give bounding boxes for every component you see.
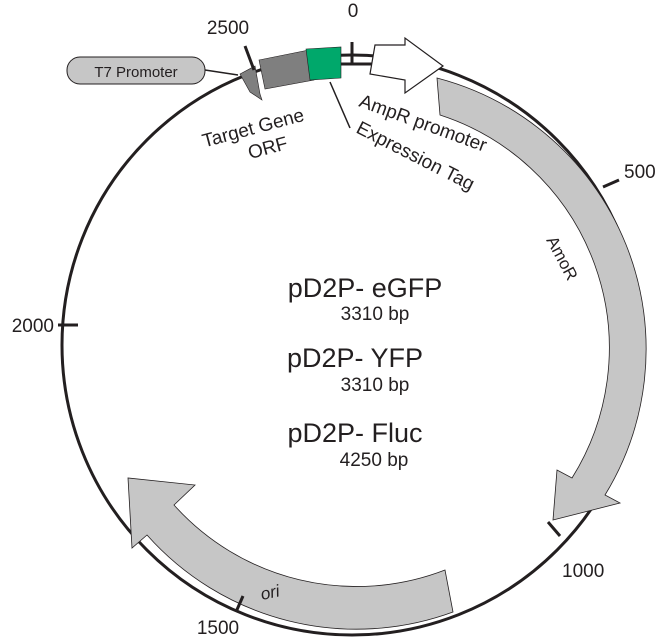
t7-leader-line <box>204 69 239 76</box>
ampr-arrow <box>436 77 647 521</box>
tick-label-0: 0 <box>348 1 359 22</box>
plasmid-size-1: 3310 bp <box>341 304 410 325</box>
tick-mark-2500 <box>243 45 256 71</box>
tick-mark-500 <box>602 178 620 189</box>
plasmid-size-2: 3310 bp <box>341 375 410 396</box>
t7-promoter-label: T7 Promoter <box>94 64 177 81</box>
expression-tag-leader <box>329 81 351 129</box>
expression-tag-block <box>305 46 342 81</box>
tick-label-2000: 2000 <box>12 316 54 337</box>
plasmid-name-3: pD2P- Fluc <box>287 418 422 448</box>
ori-label: ori <box>259 581 283 604</box>
tick-label-2500: 2500 <box>207 18 249 39</box>
ampr-promoter-arrow <box>369 36 445 95</box>
tick-mark-1500 <box>234 595 245 613</box>
plasmid-name-1: pD2P- eGFP <box>288 273 443 303</box>
tick-label-1000: 1000 <box>562 561 604 582</box>
target-gene-orf-block <box>258 49 315 90</box>
plasmid-size-3: 4250 bp <box>340 450 409 471</box>
plasmid-name-2: pD2P- YFP <box>287 343 423 373</box>
tick-label-1500: 1500 <box>197 618 239 638</box>
ampr-label: AmoR <box>542 233 581 284</box>
ori-arrow <box>127 477 454 630</box>
tick-label-500: 500 <box>624 162 656 183</box>
origin-bracket <box>340 42 372 66</box>
tick-mark-1000 <box>546 521 562 537</box>
